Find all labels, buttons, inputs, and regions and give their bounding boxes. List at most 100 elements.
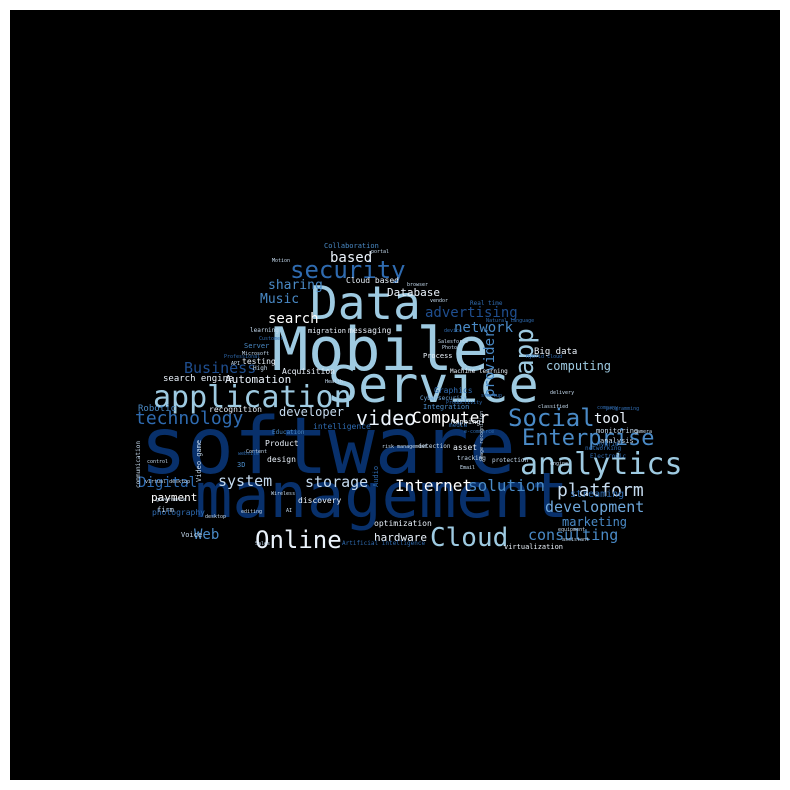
word-motion: Motion bbox=[272, 258, 291, 264]
word-image-recognition: image recognition bbox=[479, 410, 485, 462]
word-high: High bbox=[253, 365, 268, 372]
word-service: Service bbox=[328, 356, 539, 414]
word-application: application bbox=[153, 380, 352, 415]
word-asset: asset bbox=[453, 443, 478, 452]
word-camera: camera bbox=[634, 429, 653, 435]
word-classified: classified bbox=[538, 404, 569, 410]
word-based: based bbox=[330, 250, 373, 266]
word-learning: learning bbox=[250, 327, 279, 334]
word-email: Email bbox=[460, 465, 476, 471]
word-electronic: Electronic bbox=[590, 453, 627, 460]
word-virtual-desktop: virtual desktop bbox=[145, 479, 191, 485]
word-analysis: analysis bbox=[600, 437, 634, 445]
word-ai: AI bbox=[286, 508, 293, 514]
word-3d: 3D bbox=[237, 461, 246, 469]
word-design: design bbox=[267, 455, 296, 464]
word-device: device bbox=[444, 328, 463, 334]
word-education: Education bbox=[272, 429, 305, 436]
word-cloud-canvas: software management Mobile Data Service … bbox=[10, 10, 780, 780]
word-security: security bbox=[290, 256, 406, 284]
word-engine: engine bbox=[550, 461, 569, 467]
word-machine-learning: Machine learning bbox=[450, 368, 508, 375]
word-payment: payment bbox=[151, 491, 198, 504]
word-automation: Automation bbox=[225, 373, 292, 386]
word-portal: portal bbox=[371, 249, 390, 255]
word-process: Process bbox=[423, 352, 453, 360]
word-governance: governance bbox=[156, 497, 187, 503]
word-product: Product bbox=[265, 439, 299, 448]
word-analytics: analytics bbox=[520, 447, 683, 482]
word-tool: tool bbox=[594, 411, 628, 427]
word-network: network bbox=[454, 320, 514, 336]
word-technology: technology bbox=[135, 408, 244, 429]
word-vendor: vendor bbox=[430, 298, 449, 304]
word-artificial-intelligence: Artificial intelligence bbox=[342, 540, 426, 547]
word-computer: Computer bbox=[412, 408, 490, 427]
word-real-time: Real time bbox=[470, 300, 503, 307]
word-migration: migration bbox=[308, 327, 346, 335]
word-health: Health bbox=[325, 379, 344, 385]
word-software: software bbox=[140, 402, 516, 492]
word-management: management bbox=[195, 459, 569, 532]
word-protection: protection bbox=[492, 457, 529, 464]
word-salesforce: Salesforce bbox=[438, 339, 469, 345]
word-internet: Internet bbox=[395, 476, 473, 495]
word-photo: Photo bbox=[442, 345, 458, 351]
word-firm: firm bbox=[157, 506, 174, 514]
word-microsoft: Microsoft bbox=[242, 351, 270, 357]
word-intelligence: intelligence bbox=[313, 422, 371, 431]
word-media: media bbox=[449, 422, 468, 429]
word-risk-management: risk management bbox=[382, 444, 428, 450]
word-detection: detection bbox=[418, 443, 451, 450]
word-video-game: Video game bbox=[195, 439, 203, 482]
word-video: video bbox=[356, 406, 417, 430]
word-desktop: desktop bbox=[205, 514, 227, 520]
word-website: website bbox=[238, 451, 260, 457]
word-development: development bbox=[545, 498, 645, 516]
word-social: Social bbox=[508, 404, 595, 432]
word-delivery: delivery bbox=[550, 390, 575, 396]
word-mobile: Mobile bbox=[272, 315, 489, 385]
word-messaging: messaging bbox=[348, 326, 392, 335]
word-business: Business bbox=[184, 359, 257, 377]
word-hybrid: Hybrid bbox=[597, 441, 619, 448]
word-monitoring: monitoring bbox=[596, 427, 639, 435]
word-solution: solution bbox=[468, 476, 546, 495]
word-cloud: Cloud bbox=[430, 523, 509, 553]
word-company: company bbox=[597, 405, 619, 411]
word-robotic: Robotic bbox=[138, 404, 176, 414]
word-photography: photography bbox=[152, 508, 205, 517]
word-control: control bbox=[147, 459, 169, 465]
word-discovery: discovery bbox=[298, 496, 342, 505]
word-sharing: sharing bbox=[268, 278, 323, 293]
word-api: API bbox=[231, 361, 241, 367]
word-web: Web bbox=[194, 527, 220, 543]
word-cybersecurity: Cybersecurity bbox=[420, 395, 467, 402]
word-server: Server bbox=[244, 342, 270, 350]
word-system: system bbox=[218, 472, 273, 490]
word-graphics: Graphics bbox=[434, 386, 473, 395]
word-developer: developer bbox=[279, 405, 345, 419]
word-streaming: streaming bbox=[570, 489, 625, 500]
word-natural-language: Natural language bbox=[486, 318, 535, 324]
word-integration: Integration bbox=[423, 403, 470, 411]
word-sales: Sales bbox=[255, 541, 271, 547]
word-storage: storage bbox=[305, 473, 369, 491]
word-tracking: tracking bbox=[457, 455, 486, 462]
word-productivity: Productivity bbox=[446, 400, 483, 406]
word-platform: platform bbox=[557, 480, 644, 501]
word-communication: communication bbox=[135, 441, 142, 488]
word-audio: Audio bbox=[372, 465, 380, 487]
word-startup: startup bbox=[481, 393, 503, 399]
word-equipment: equipment bbox=[558, 527, 586, 533]
word-search: search bbox=[268, 311, 319, 327]
word-content: Content bbox=[246, 449, 268, 455]
word-optimization: optimization bbox=[374, 519, 432, 528]
word-wireless: Wireless bbox=[271, 491, 296, 497]
word-computing: computing bbox=[546, 359, 612, 373]
word-customer: Customer bbox=[259, 336, 284, 342]
word-digital: Digital bbox=[138, 475, 198, 491]
word-hardware: hardware bbox=[374, 531, 427, 544]
word-editing: editing bbox=[241, 509, 263, 515]
word-virtualization: virtualization bbox=[504, 543, 564, 551]
